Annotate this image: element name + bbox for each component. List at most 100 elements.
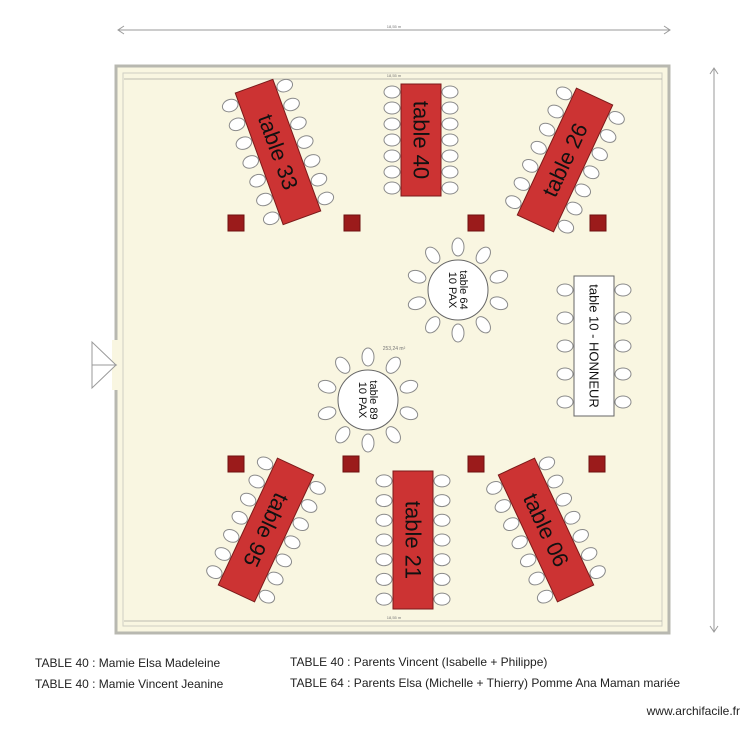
chair <box>555 86 573 101</box>
chair <box>383 85 401 99</box>
area-label: 253,24 m² <box>383 346 406 352</box>
chair <box>248 474 265 489</box>
table-10: table 10 - HONNEUR <box>556 275 632 417</box>
chair <box>519 553 537 568</box>
chair <box>522 158 539 173</box>
chair <box>223 528 240 543</box>
chair <box>581 547 598 561</box>
chair <box>564 510 581 525</box>
chair <box>399 406 419 421</box>
chair <box>407 269 427 284</box>
table-label: table 40 <box>409 101 434 179</box>
chair <box>441 165 459 179</box>
chair <box>441 117 459 131</box>
door-icon <box>91 340 120 390</box>
table-top <box>217 457 315 603</box>
chair <box>614 311 632 325</box>
chair <box>256 192 273 207</box>
chair <box>375 592 393 606</box>
chair <box>614 283 632 297</box>
dimension-top-label: 18,55 m <box>387 24 402 29</box>
chair <box>284 535 301 550</box>
chair <box>383 117 401 131</box>
chair <box>275 553 293 568</box>
chair <box>221 98 239 113</box>
chair <box>441 149 459 163</box>
table-label: table 8910 PAX <box>356 380 379 419</box>
chair <box>303 154 321 168</box>
note-line: TABLE 40 : Mamie Elsa Madeleine <box>35 656 221 670</box>
note-line: TABLE 40 : Parents Vincent (Isabelle + P… <box>290 655 548 669</box>
chair <box>489 269 509 284</box>
chair <box>433 474 451 488</box>
chair <box>556 339 574 353</box>
chair <box>296 135 314 149</box>
chair <box>433 494 451 508</box>
chair <box>375 553 393 567</box>
chair <box>262 211 280 226</box>
table-06: table 06 <box>486 456 606 604</box>
table-89: table 8910 PAX <box>317 347 419 453</box>
chair <box>383 133 401 147</box>
chair <box>433 572 451 586</box>
chair <box>258 589 276 604</box>
table-top <box>516 87 614 233</box>
pillar <box>589 214 607 232</box>
table-label: table 6410 PAX <box>446 270 469 309</box>
chair <box>494 499 511 513</box>
chair <box>433 513 451 527</box>
chair <box>547 474 564 489</box>
chair <box>528 571 545 586</box>
chair <box>309 480 326 495</box>
chair <box>283 97 300 112</box>
chair <box>475 246 491 264</box>
chair <box>335 426 351 444</box>
table-top <box>573 275 615 417</box>
table-top <box>337 369 399 431</box>
chair <box>538 456 556 471</box>
chair <box>383 101 401 115</box>
table-26: table 26 <box>505 86 625 234</box>
pillar <box>467 214 485 232</box>
chair <box>489 296 509 311</box>
chair <box>441 181 459 195</box>
chair <box>572 528 589 543</box>
chair <box>301 499 318 513</box>
chair <box>228 117 246 132</box>
chair <box>317 191 335 206</box>
chair <box>566 201 583 216</box>
dimension-lines <box>117 25 719 633</box>
chair <box>591 147 608 162</box>
chair <box>538 122 556 137</box>
chair <box>361 347 375 367</box>
table-33: table 33 <box>221 78 335 226</box>
chair <box>310 172 328 187</box>
chair <box>441 101 459 115</box>
table-top <box>400 83 442 197</box>
hall-inner-wall <box>122 72 663 627</box>
chair <box>407 296 427 311</box>
inner-dimension-lines <box>124 78 662 622</box>
chair <box>206 565 223 580</box>
note-line: TABLE 64 : Parents Elsa (Michelle + Thie… <box>290 676 681 690</box>
chair <box>256 456 274 471</box>
chair <box>556 367 574 381</box>
chair <box>399 379 419 394</box>
chair <box>451 237 465 257</box>
table-40: table 40 <box>383 83 459 197</box>
chair <box>317 406 337 421</box>
pillar <box>467 455 485 473</box>
table-top <box>497 457 595 603</box>
chair <box>547 104 564 119</box>
chair <box>589 565 606 580</box>
chair <box>614 395 632 409</box>
table-64: table 6410 PAX <box>407 237 509 343</box>
chair <box>290 116 307 131</box>
chair <box>513 177 530 191</box>
chair <box>242 155 260 169</box>
chair <box>361 433 375 453</box>
pillars <box>227 214 607 473</box>
credit-watermark: www.archifacile.fr <box>646 704 740 718</box>
chair <box>556 283 574 297</box>
